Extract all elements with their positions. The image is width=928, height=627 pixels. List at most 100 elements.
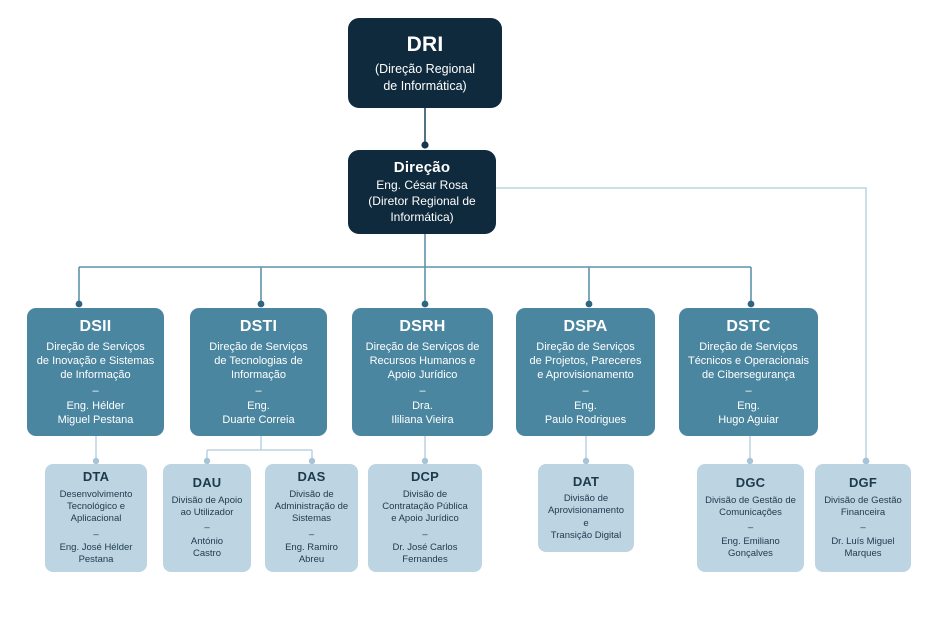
node-dsrh-desc-1: Direção de Serviços de [365,340,480,353]
node-dau-person-2: Castro [193,548,221,560]
node-dspa[interactable]: DSPA Direção de Serviços de Projetos, Pa… [516,308,655,436]
node-dgc-person-2: Gonçalves [728,548,773,560]
connector-dot-dstc [747,300,755,308]
node-dri[interactable]: DRI (Direção Regional de Informática) [348,18,502,108]
node-dsti-person-1: Eng. [247,399,270,412]
node-dsii-separator: – [92,384,99,397]
node-dat-desc-2: Aprovisionamento e [547,505,625,529]
node-direcao-desc-2: Informática) [390,209,454,224]
node-dcp[interactable]: DCP Divisão de Contratação Pública e Apo… [368,464,482,572]
node-dau[interactable]: DAU Divisão de Apoio ao Utilizador – Ant… [163,464,251,572]
node-dgf-person-1: Dr. Luís Miguel [831,535,895,547]
connector-dot-dsii [75,300,83,308]
node-dspa-desc-2: de Projetos, Pareceres [529,355,642,368]
node-dau-person-1: António [190,535,224,547]
node-dat-code: DAT [572,473,600,489]
node-direcao-person: Eng. César Rosa [376,178,468,193]
node-dsii-person-2: Miguel Pestana [57,413,134,426]
node-dgc[interactable]: DGC Divisão de Gestão de Comunicações – … [697,464,804,572]
node-dstc-separator: – [745,384,752,397]
node-dsti-desc-1: Direção de Serviços [209,340,308,353]
node-dgc-separator: – [747,522,754,534]
node-das-desc-3: Sistemas [291,513,332,525]
node-dsti-desc-2: de Tecnologias de [214,355,303,368]
node-dta-desc-1: Desenvolvimento [59,488,133,500]
node-dsrh-code: DSRH [399,317,446,335]
node-dsrh-desc-2: Recursos Humanos e [369,355,476,368]
node-dsii-person-1: Eng. Hélder [66,399,125,412]
node-dsii[interactable]: DSII Direção de Serviços de Inovação e S… [27,308,164,436]
node-dau-desc-2: ao Utilizador [180,507,234,519]
node-dstc-desc-2: Técnicos e Operacionais [687,355,810,368]
node-dsii-desc-3: de Informação [60,369,131,382]
node-dta-code: DTA [82,469,110,485]
node-dsti[interactable]: DSTI Direção de Serviços de Tecnologias … [190,308,327,436]
node-dcp-desc-1: Divisão de [402,488,448,500]
node-dstc-desc-3: de Cibersegurança [702,369,795,382]
node-dstc-code: DSTC [726,317,771,335]
node-direcao-desc-1: (Diretor Regional de [368,194,476,209]
node-dat[interactable]: DAT Divisão de Aprovisionamento e Transi… [538,464,634,552]
node-dri-desc-2: de Informática) [383,78,467,93]
node-dcp-desc-3: e Apoio Jurídico [391,513,459,525]
node-dsrh-person-2: Ililiana Vieira [391,413,454,426]
connector-dot-dsrh [421,300,429,308]
node-dta-desc-3: Aplicacional [70,513,122,525]
node-dri-desc-1: (Direção Regional [374,62,476,77]
node-dsii-code: DSII [79,317,112,335]
node-dgc-desc-2: Comunicações [719,507,782,519]
node-dsti-person-2: Duarte Correia [222,413,295,426]
node-das[interactable]: DAS Divisão de Administração de Sistemas… [265,464,358,572]
node-das-desc-1: Divisão de [289,488,334,500]
node-dgf[interactable]: DGF Divisão de Gestão Financeira – Dr. L… [815,464,911,572]
connector-dsti-children [206,436,313,460]
node-dcp-person-2: Fernandes [402,554,448,566]
node-das-separator: – [308,528,315,540]
node-dstc[interactable]: DSTC Direção de Serviços Técnicos e Oper… [679,308,818,436]
node-dstc-person-2: Hugo Aguiar [718,413,779,426]
node-direcao[interactable]: Direção Eng. César Rosa (Diretor Regiona… [348,150,496,234]
node-dsrh-desc-3: Apoio Jurídico [387,369,458,382]
node-dta[interactable]: DTA Desenvolvimento Tecnológico e Aplica… [45,464,147,572]
node-dsii-desc-2: de Inovação e Sistemas [36,355,155,368]
node-dgf-desc-1: Divisão de Gestão [824,494,902,506]
node-dspa-separator: – [582,384,589,397]
node-dsti-separator: – [255,384,262,397]
node-dta-person-2: Pestana [78,554,114,566]
node-das-person-2: Abreu [298,554,325,566]
node-dsti-code: DSTI [239,317,278,335]
node-dstc-desc-1: Direção de Serviços [699,340,798,353]
node-dspa-desc-3: e Aprovisionamento [537,369,634,382]
connector-dot-dspa [585,300,593,308]
node-dau-separator: – [204,522,210,534]
node-dsrh[interactable]: DSRH Direção de Serviços de Recursos Hum… [352,308,493,436]
node-dsii-desc-1: Direção de Serviços [46,340,145,353]
node-dspa-code: DSPA [563,317,608,335]
node-dcp-code: DCP [410,469,440,485]
node-dta-person-1: Eng. José Hélder [59,542,133,554]
node-dcp-person-1: Dr. José Carlos [392,542,458,554]
node-das-person-1: Eng. Ramiro [285,542,338,554]
node-das-code: DAS [297,469,326,485]
node-dgc-desc-1: Divisão de Gestão de [705,494,796,506]
node-dcp-desc-2: Contratação Pública [382,500,468,512]
node-dsrh-separator: – [419,384,426,397]
node-dau-desc-1: Divisão de Apoio [171,494,243,506]
node-dau-code: DAU [192,475,222,491]
node-dgf-desc-2: Financeira [840,507,886,519]
node-dgf-separator: – [860,522,866,534]
node-dat-desc-1: Divisão de [563,492,609,504]
node-dspa-desc-1: Direção de Serviços [536,340,635,353]
node-dgf-person-2: Marques [844,548,882,560]
node-dstc-person-1: Eng. [737,399,760,412]
node-dta-separator: – [93,528,99,540]
node-dspa-person-1: Eng. [574,399,597,412]
node-dat-desc-3: Transição Digital [550,529,622,541]
node-dta-desc-2: Tecnológico e [66,500,126,512]
node-dgc-person-1: Eng. Emiliano [721,535,780,547]
connector-dot-direcao [421,141,429,149]
node-dcp-separator: – [422,528,428,540]
node-direcao-code: Direção [393,158,451,176]
connector-dot-dsti [257,300,265,308]
